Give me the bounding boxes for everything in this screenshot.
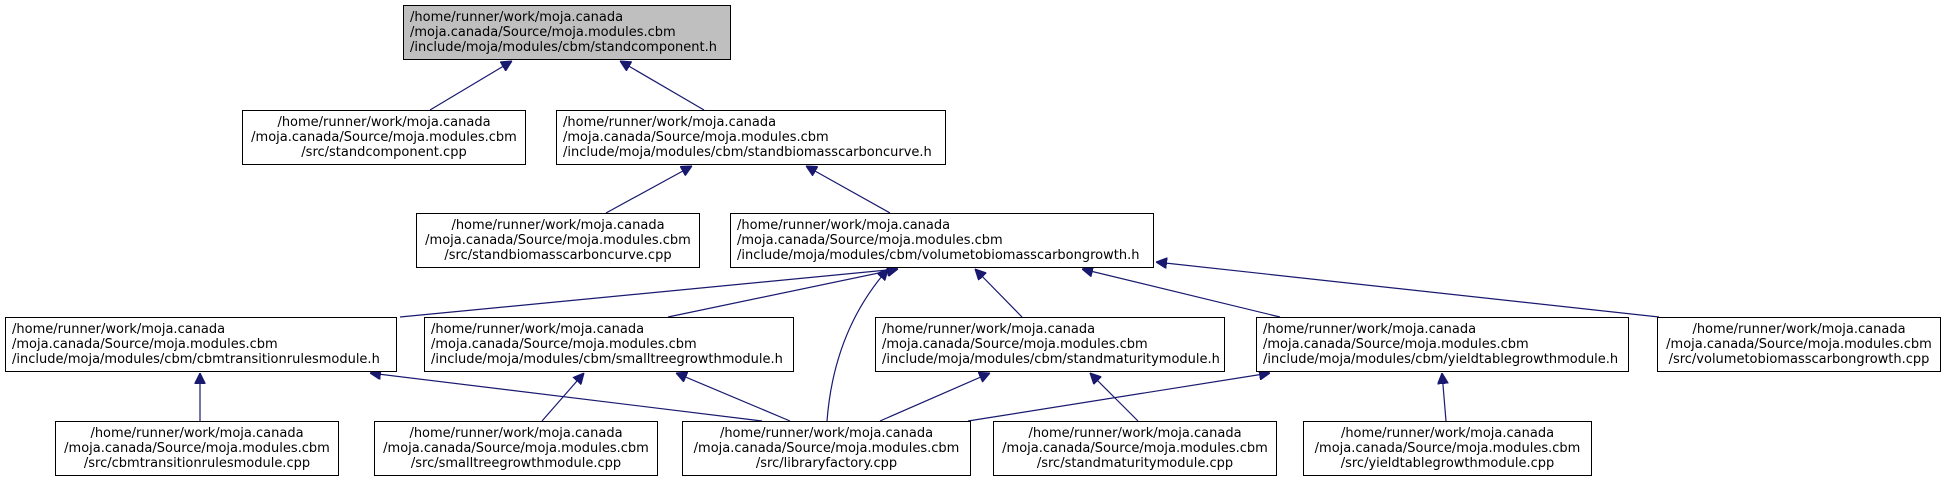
- node-smalltreegrowthmodule-cpp[interactable]: /home/runner/work/moja.canada/moja.canad…: [374, 421, 658, 476]
- edge-libraryfactory_cpp-to-yieldtablegrowthmodule_h: [967, 373, 1270, 422]
- node-label-line: /home/runner/work/moja.canada: [451, 218, 665, 233]
- node-label-line: /moja.canada/Source/moja.modules.cbm: [12, 337, 278, 352]
- edge-volumetobiomasscarbongrowth_h-to-standbiomasscarboncurve_h: [806, 166, 891, 214]
- node-label-line: /moja.canada/Source/moja.modules.cbm: [1263, 337, 1529, 352]
- node-label-line: /home/runner/work/moja.canada: [431, 322, 645, 337]
- node-label-line: /home/runner/work/moja.canada: [277, 115, 491, 130]
- node-standmaturitymodule-h[interactable]: /home/runner/work/moja.canada/moja.canad…: [875, 317, 1225, 372]
- node-label-line: /home/runner/work/moja.canada: [1028, 426, 1242, 441]
- node-label-line: /home/runner/work/moja.canada: [719, 426, 934, 441]
- node-label-line: /moja.canada/Source/moja.modules.cbm: [431, 337, 697, 352]
- node-standbiomasscarboncurve-cpp[interactable]: /home/runner/work/moja.canada/moja.canad…: [416, 213, 700, 268]
- edge-standmaturitymodule_h-to-volumetobiomasscarbongrowth_h: [975, 269, 1023, 318]
- node-libraryfactory-cpp[interactable]: /home/runner/work/moja.canada/moja.canad…: [682, 421, 971, 476]
- node-label-line: /home/runner/work/moja.canada: [90, 426, 304, 441]
- node-label-line: /moja.canada/Source/moja.modules.cbm: [1666, 337, 1932, 352]
- node-label-line: /moja.canada/Source/moja.modules.cbm: [693, 441, 960, 456]
- node-label-line: /include/moja/modules/cbm/yieldtablegrow…: [1263, 352, 1619, 367]
- node-label-line: /home/runner/work/moja.canada: [1692, 322, 1906, 337]
- node-label-line: /home/runner/work/moja.canada: [410, 10, 624, 25]
- edge-libraryfactory_cpp-to-standmaturitymodule_h: [879, 373, 990, 422]
- node-yieldtablegrowthmodule-h[interactable]: /home/runner/work/moja.canada/moja.canad…: [1256, 317, 1629, 372]
- node-label-line: /home/runner/work/moja.canada: [409, 426, 623, 441]
- node-label-line: /moja.canada/Source/moja.modules.cbm: [882, 337, 1148, 352]
- node-label-line: /home/runner/work/moja.canada: [1263, 322, 1477, 337]
- node-label-line: /include/moja/modules/cbm/volumetobiomas…: [737, 248, 1140, 263]
- node-label-line: /home/runner/work/moja.canada: [12, 322, 226, 337]
- node-smalltreegrowthmodule-h[interactable]: /home/runner/work/moja.canada/moja.canad…: [424, 317, 794, 372]
- edge-standmaturitymodule_cpp-to-standmaturitymodule_h: [1090, 373, 1139, 422]
- node-label-line: /home/runner/work/moja.canada: [882, 322, 1096, 337]
- edge-smalltreegrowthmodule_h-to-volumetobiomasscarbongrowth_h: [667, 269, 898, 318]
- node-label-line: /src/libraryfactory.cpp: [755, 456, 898, 471]
- node-standmaturitymodule-cpp[interactable]: /home/runner/work/moja.canada/moja.canad…: [993, 421, 1277, 476]
- node-label-line: /home/runner/work/moja.canada: [737, 218, 951, 233]
- edge-libraryfactory_cpp-to-smalltreegrowthmodule_h: [676, 373, 791, 422]
- edge-standbiomasscarboncurve_cpp-to-standbiomasscarboncurve_h: [605, 166, 692, 214]
- node-label-line: /src/cbmtransitionrulesmodule.cpp: [83, 456, 311, 471]
- node-label-line: /moja.canada/Source/moja.modules.cbm: [1314, 441, 1581, 456]
- edge-standbiomasscarboncurve_h-to-standcomponent_h: [620, 61, 705, 111]
- node-label-line: /include/moja/modules/cbm/cbmtransitionr…: [12, 352, 380, 367]
- node-label-line: /moja.canada/Source/moja.modules.cbm: [383, 441, 649, 456]
- node-label-line: /moja.canada/Source/moja.modules.cbm: [1002, 441, 1268, 456]
- node-label-line: /moja.canada/Source/moja.modules.cbm: [410, 25, 676, 40]
- node-volumetobiomasscarbongrowth-h[interactable]: /home/runner/work/moja.canada/moja.canad…: [730, 213, 1154, 268]
- node-cbmtransitionrulesmodule-h[interactable]: /home/runner/work/moja.canada/moja.canad…: [5, 317, 397, 372]
- node-label-line: /src/standbiomasscarboncurve.cpp: [444, 248, 672, 263]
- node-label-line: /src/standcomponent.cpp: [301, 145, 467, 160]
- edge-standcomponent_cpp-to-standcomponent_h: [429, 61, 512, 111]
- node-label-line: /include/moja/modules/cbm/smalltreegrowt…: [431, 352, 783, 367]
- node-label-line: /include/moja/modules/cbm/standbiomassca…: [563, 145, 932, 160]
- node-label-line: /moja.canada/Source/moja.modules.cbm: [251, 130, 517, 145]
- edge-cbmtransitionrulesmodule_h-to-volumetobiomasscarbongrowth_h: [399, 269, 898, 318]
- node-label-line: /src/yieldtablegrowthmodule.cpp: [1340, 456, 1555, 471]
- node-label-line: /home/runner/work/moja.canada: [563, 115, 777, 130]
- node-label-line: /home/runner/work/moja.canada: [1340, 426, 1555, 441]
- node-standbiomasscarboncurve-h[interactable]: /home/runner/work/moja.canada/moja.canad…: [556, 110, 946, 165]
- node-label-line: /include/moja/modules/cbm/standcomponent…: [410, 40, 717, 55]
- edge-volumetobiomasscarbongrowth_cpp-to-volumetobiomasscarbongrowth_h: [1156, 262, 1660, 318]
- node-yieldtablegrowthmodule-cpp[interactable]: /home/runner/work/moja.canada/moja.canad…: [1303, 421, 1592, 476]
- node-label-line: /src/standmaturitymodule.cpp: [1036, 456, 1234, 471]
- node-label-line: /src/volumetobiomasscarbongrowth.cpp: [1668, 352, 1930, 367]
- node-standcomponent-h[interactable]: /home/runner/work/moja.canada/moja.canad…: [403, 5, 731, 60]
- edge-libraryfactory_cpp-to-cbmtransitionrulesmodule_h: [370, 373, 763, 422]
- node-label-line: /src/smalltreegrowthmodule.cpp: [410, 456, 622, 471]
- node-cbmtransitionrulesmodule-cpp[interactable]: /home/runner/work/moja.canada/moja.canad…: [55, 421, 339, 476]
- node-label-line: /moja.canada/Source/moja.modules.cbm: [425, 233, 691, 248]
- node-volumetobiomasscarbongrowth-cpp[interactable]: /home/runner/work/moja.canada/moja.canad…: [1657, 317, 1941, 372]
- edge-smalltreegrowthmodule_cpp-to-smalltreegrowthmodule_h: [541, 373, 584, 422]
- node-standcomponent-cpp[interactable]: /home/runner/work/moja.canada/moja.canad…: [242, 110, 526, 165]
- edge-yieldtablegrowthmodule_h-to-volumetobiomasscarbongrowth_h: [1082, 269, 1281, 318]
- node-label-line: /include/moja/modules/cbm/standmaturitym…: [882, 352, 1220, 367]
- edge-libraryfactory_cpp-to-volumetobiomasscarbongrowth_h: [826, 269, 888, 422]
- node-label-line: /moja.canada/Source/moja.modules.cbm: [737, 233, 1003, 248]
- node-label-line: /moja.canada/Source/moja.modules.cbm: [563, 130, 829, 145]
- node-label-line: /moja.canada/Source/moja.modules.cbm: [64, 441, 330, 456]
- edge-yieldtablegrowthmodule_cpp-to-yieldtablegrowthmodule_h: [1442, 373, 1446, 422]
